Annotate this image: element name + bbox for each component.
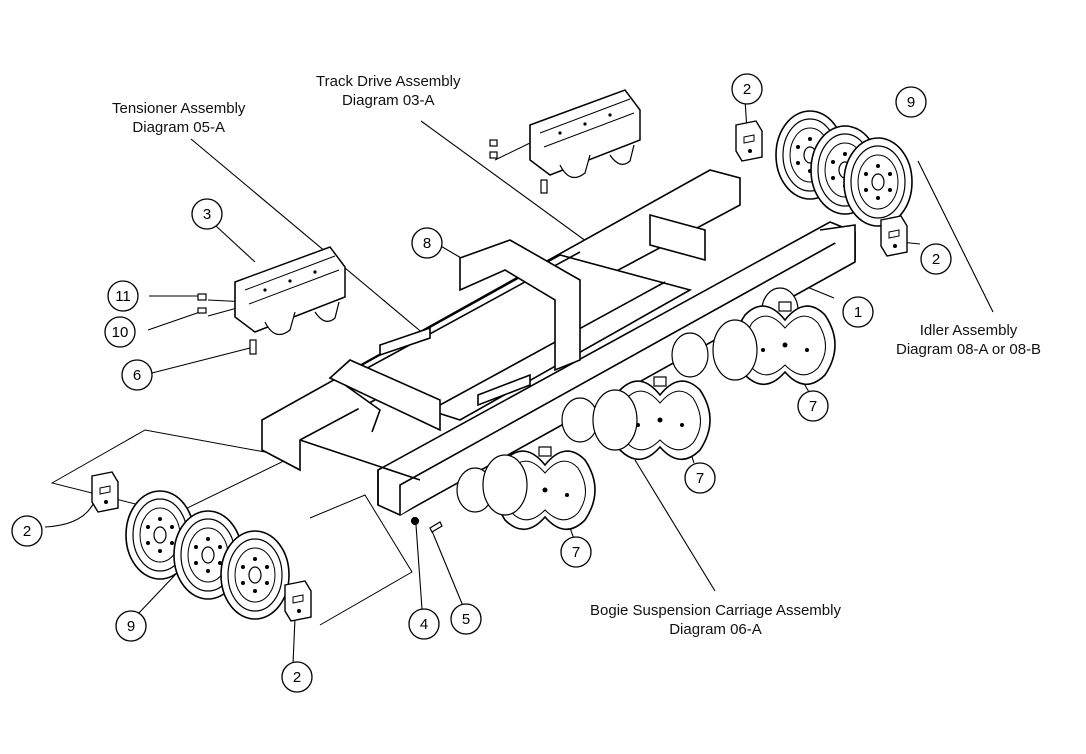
- tensioner-label: Tensioner Assembly Diagram 05-A: [112, 99, 245, 137]
- callout-c4: 4: [408, 608, 440, 640]
- callout-number: 2: [293, 669, 301, 686]
- callout-c9b: 9: [115, 610, 147, 642]
- tensioner-name: Tensioner Assembly: [112, 100, 246, 117]
- callout-circle: [895, 86, 927, 118]
- idler-label: Idler Assembly Diagram 08-A or 08-B: [896, 321, 1041, 359]
- callout-number: 9: [907, 94, 915, 111]
- track-drive-name: Track Drive Assembly: [316, 73, 461, 90]
- callout-c7a: 7: [797, 390, 829, 422]
- callout-circle: [560, 536, 592, 568]
- callout-group: 2 9 3 8 2 11 10 1 6 7 7 2 7 9 4 5 2: [11, 73, 952, 693]
- callout-c5: 5: [450, 603, 482, 635]
- callout-circle: [731, 73, 763, 105]
- callout-c6: 6: [121, 359, 153, 391]
- callout-number: 9: [127, 618, 135, 635]
- callout-circle: [411, 227, 443, 259]
- callout-c8: 8: [411, 227, 443, 259]
- callout-number: 3: [203, 206, 211, 223]
- callout-circle: [11, 515, 43, 547]
- callout-number: 1: [854, 304, 862, 321]
- callout-number: 2: [932, 251, 940, 268]
- callout-c9a: 9: [895, 86, 927, 118]
- callout-circle: [408, 608, 440, 640]
- idler-name: Idler Assembly: [919, 322, 1018, 339]
- callout-circle: [920, 243, 952, 275]
- callout-c10: 10: [104, 316, 136, 348]
- callout-number: 7: [572, 544, 580, 561]
- callout-number: 8: [423, 235, 431, 252]
- callout-circle: [797, 390, 829, 422]
- callout-c2c: 2: [11, 515, 43, 547]
- callout-circle: [842, 296, 874, 328]
- callout-circle: [684, 462, 716, 494]
- callout-circle: [115, 610, 147, 642]
- callout-c2a: 2: [731, 73, 763, 105]
- callout-number: 10: [112, 324, 129, 341]
- callout-c3: 3: [191, 198, 223, 230]
- tensioner-ref: Diagram 05-A: [132, 119, 225, 136]
- callout-number: 2: [23, 523, 31, 540]
- bogie-name: Bogie Suspension Carriage Assembly: [590, 602, 841, 619]
- callout-number: 7: [696, 470, 704, 487]
- callout-number: 5: [462, 611, 470, 628]
- callout-number: 2: [743, 81, 751, 98]
- track-drive-label: Track Drive Assembly Diagram 03-A: [316, 72, 460, 110]
- idler-ref: Diagram 08-A or 08-B: [896, 341, 1042, 358]
- callout-c7c: 7: [560, 536, 592, 568]
- callout-number: 6: [133, 367, 141, 384]
- bogie-label: Bogie Suspension Carriage Assembly Diagr…: [590, 601, 841, 639]
- callout-circle: [450, 603, 482, 635]
- callout-circle: [281, 661, 313, 693]
- callout-circle: [191, 198, 223, 230]
- track-drive-ref: Diagram 03-A: [341, 92, 435, 109]
- callout-circle: [104, 316, 136, 348]
- callout-number: 7: [809, 398, 817, 415]
- callout-c2d: 2: [281, 661, 313, 693]
- callout-c11: 11: [107, 280, 139, 312]
- bogie-ref: Diagram 06-A: [669, 621, 762, 638]
- callout-number: 4: [420, 616, 428, 633]
- callout-number: 11: [115, 288, 131, 305]
- callout-circle: [121, 359, 153, 391]
- callout-c1: 1: [842, 296, 874, 328]
- callout-circle: [107, 280, 139, 312]
- callout-c2b: 2: [920, 243, 952, 275]
- callout-c7b: 7: [684, 462, 716, 494]
